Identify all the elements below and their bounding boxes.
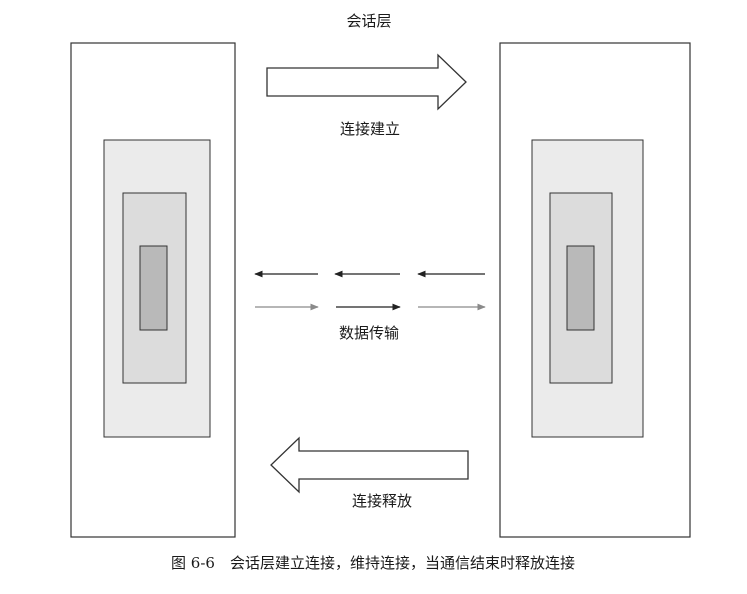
transfer-label: 数据传输 xyxy=(338,324,400,342)
diagram-title: 会话层 xyxy=(346,12,392,30)
right-session-stack xyxy=(499,42,691,538)
left-session-stack xyxy=(70,42,236,538)
figure-caption: 图 6-6 会话层建立连接，维持连接，当通信结束时释放连接 xyxy=(171,554,575,572)
establish-label: 连接建立 xyxy=(339,120,401,138)
left-core-box xyxy=(139,245,168,331)
release-label: 连接释放 xyxy=(351,492,413,510)
establish-arrow xyxy=(266,53,467,111)
release-arrow xyxy=(270,436,469,494)
right-core-box xyxy=(566,245,595,331)
